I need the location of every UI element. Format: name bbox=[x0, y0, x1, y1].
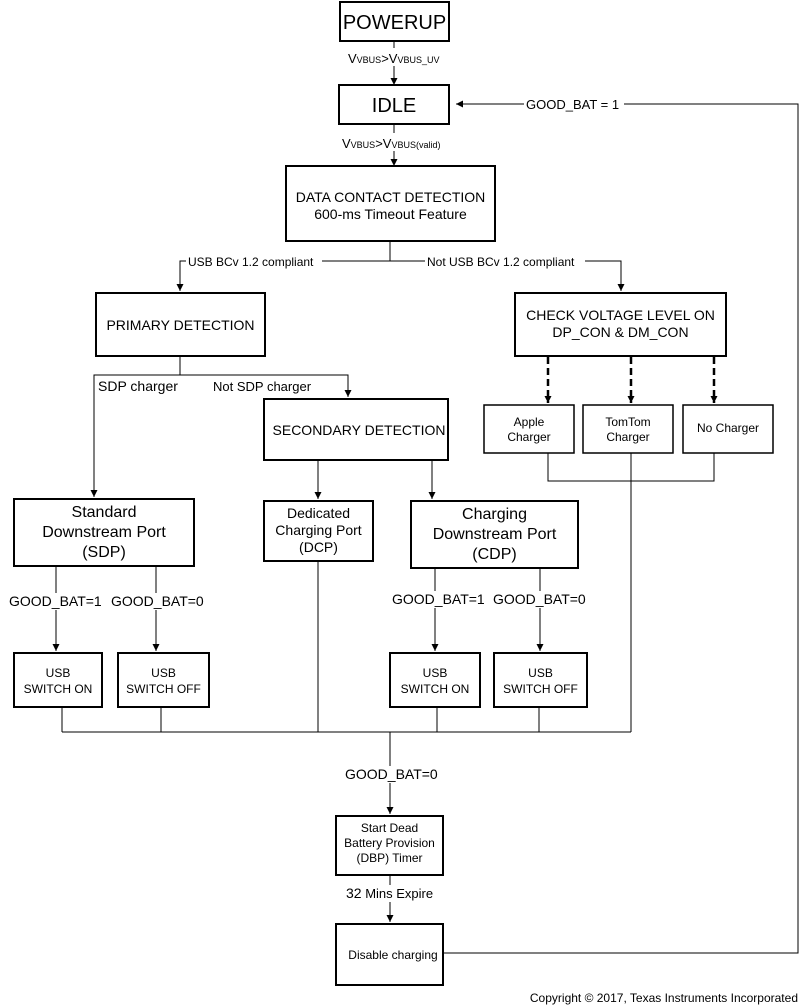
label-not-sdp-charger: Not SDP charger bbox=[213, 379, 312, 394]
node-usb-switch-off-cdp: USB SWITCH OFF bbox=[493, 652, 588, 708]
node-tomtom-line1: TomTom bbox=[605, 415, 650, 429]
node-tomtom-charger: TomTom Charger bbox=[582, 404, 674, 454]
node-check-line2: DP_CON & DM_CON bbox=[552, 324, 688, 340]
node-usb2-line2: SWITCH OFF bbox=[126, 682, 201, 696]
node-check-voltage: CHECK VOLTAGE LEVEL ON DP_CON & DM_CON bbox=[514, 292, 727, 357]
node-cdp: Charging Downstream Port (CDP) bbox=[410, 500, 579, 569]
node-data-contact-detection: DATA CONTACT DETECTION 600-ms Timeout Fe… bbox=[285, 165, 496, 242]
node-usb2-line1: USB bbox=[151, 666, 176, 680]
label-vbus-valid: VVBUS>VVBUS(valid) bbox=[342, 136, 440, 151]
node-dbp-line2: Battery Provision bbox=[344, 836, 435, 850]
edge-disable-idle-loop bbox=[443, 100, 799, 954]
node-dbp-line1: Start Dead bbox=[361, 821, 418, 835]
node-secondary-detection: SECONDARY DETECTION bbox=[263, 398, 449, 461]
node-usb-switch-on-sdp: USB SWITCH ON bbox=[13, 652, 103, 708]
node-primary-label: PRIMARY DETECTION bbox=[106, 317, 254, 333]
node-sdp: Standard Downstream Port (SDP) bbox=[13, 498, 195, 567]
node-dbp-timer: Start Dead Battery Provision (DBP) Timer bbox=[335, 815, 444, 876]
label-merge-good-bat-0: GOOD_BAT=0 bbox=[345, 766, 438, 782]
node-dcp-line2: Charging Port bbox=[275, 522, 361, 538]
label-cdp-good-bat-1: GOOD_BAT=1 bbox=[392, 591, 485, 607]
label-not-usb-bc-compliant: Not USB BCv 1.2 compliant bbox=[427, 255, 575, 269]
node-secondary-label: SECONDARY DETECTION bbox=[273, 422, 446, 438]
label-cdp-good-bat-0: GOOD_BAT=0 bbox=[493, 591, 586, 607]
label-vbus-uv: VVBUS>VVBUS_UV bbox=[348, 51, 439, 66]
node-cdp-line1: Charging bbox=[462, 506, 527, 523]
node-primary-detection: PRIMARY DETECTION bbox=[95, 292, 266, 357]
label-sdp-good-bat-1: GOOD_BAT=1 bbox=[9, 593, 102, 609]
node-dcp: Dedicated Charging Port (DCP) bbox=[263, 500, 374, 562]
edge-labels: VVBUS>VVBUS_UV VVBUS>VVBUS(valid) GOOD_B… bbox=[8, 48, 624, 902]
node-usb-switch-off-sdp: USB SWITCH OFF bbox=[117, 652, 210, 708]
node-powerup-label: POWERUP bbox=[343, 12, 446, 34]
node-check-line1: CHECK VOLTAGE LEVEL ON bbox=[526, 307, 715, 323]
node-apple-line2: Charger bbox=[507, 430, 550, 444]
node-idle: IDLE bbox=[338, 84, 450, 125]
label-sdp-good-bat-0: GOOD_BAT=0 bbox=[111, 593, 204, 609]
node-dcp-line3: (DCP) bbox=[299, 539, 338, 555]
node-dbp-line3: (DBP) Timer bbox=[357, 851, 423, 865]
node-dcd-line1: DATA CONTACT DETECTION bbox=[296, 189, 486, 205]
node-dcd-line2: 600-ms Timeout Feature bbox=[314, 206, 467, 222]
node-no-charger: No Charger bbox=[682, 404, 774, 454]
node-usb1-line2: SWITCH ON bbox=[24, 682, 93, 696]
node-apple-line1: Apple bbox=[514, 415, 545, 429]
node-apple-charger: Apple Charger bbox=[483, 404, 575, 454]
node-dcp-line1: Dedicated bbox=[287, 505, 350, 521]
node-tomtom-line2: Charger bbox=[606, 430, 649, 444]
node-cdp-line2: Downstream Port bbox=[433, 526, 557, 543]
node-disable-charging: Disable charging bbox=[335, 923, 444, 986]
node-sdp-line2: Downstream Port bbox=[42, 524, 166, 541]
node-powerup: POWERUP bbox=[339, 1, 450, 42]
edge-primary-secondary bbox=[180, 374, 352, 397]
node-usb1-line1: USB bbox=[46, 666, 71, 680]
label-usb-bc-compliant: USB BCv 1.2 compliant bbox=[188, 255, 314, 269]
node-disable-label: Disable charging bbox=[348, 948, 437, 962]
copyright-footer: Copyright © 2017, Texas Instruments Inco… bbox=[529, 991, 798, 1005]
node-cdp-line3: (CDP) bbox=[472, 546, 516, 563]
node-usb3-line2: SWITCH ON bbox=[401, 682, 470, 696]
label-good-bat-1-loop: GOOD_BAT = 1 bbox=[526, 97, 619, 112]
node-usb3-line1: USB bbox=[423, 666, 448, 680]
node-idle-label: IDLE bbox=[372, 95, 416, 117]
node-usb4-line2: SWITCH OFF bbox=[503, 682, 578, 696]
label-sdp-charger: SDP charger bbox=[98, 378, 178, 394]
node-usb4-line1: USB bbox=[528, 666, 553, 680]
node-sdp-line1: Standard bbox=[72, 504, 137, 521]
node-sdp-line3: (SDP) bbox=[82, 544, 126, 561]
node-nocharger-label: No Charger bbox=[697, 421, 759, 435]
label-32-mins-expire: 32 Mins Expire bbox=[346, 885, 433, 901]
node-usb-switch-on-cdp: USB SWITCH ON bbox=[389, 652, 481, 708]
edge-primary-sdp bbox=[90, 356, 181, 497]
